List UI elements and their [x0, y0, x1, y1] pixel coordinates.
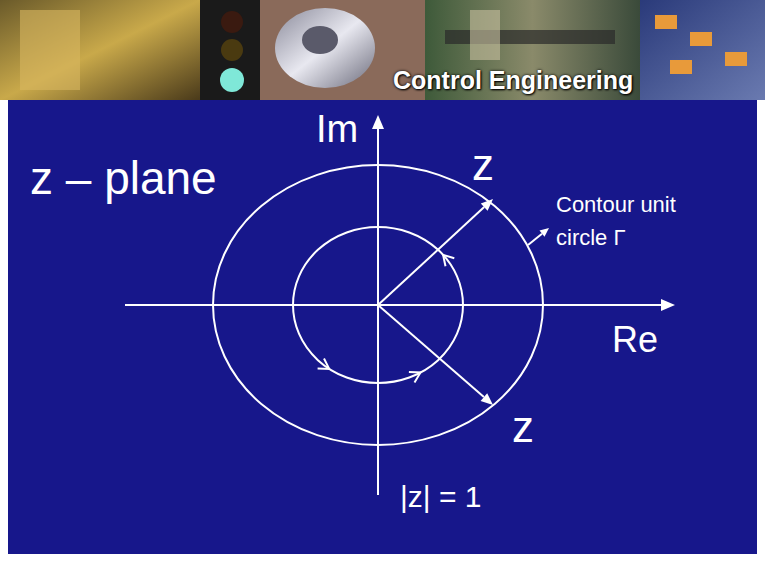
contour-arrow [318, 359, 330, 369]
traffic-lamp [220, 68, 244, 92]
vector-arrow [481, 199, 493, 211]
traffic-light [200, 0, 260, 100]
cylinder-photo [302, 26, 338, 54]
leader-arrow [540, 228, 550, 237]
traffic-lamp [221, 39, 243, 61]
vector-label: z [512, 405, 534, 449]
z-vector [378, 305, 484, 397]
contour-arrow [409, 372, 421, 383]
axis-label: Im [316, 110, 358, 148]
electronics-photo [725, 52, 747, 66]
plane-title: z – plane [30, 155, 217, 201]
electronics-photo [670, 60, 692, 74]
vector-arrow [481, 393, 493, 405]
slide-ground [8, 100, 757, 554]
banner-photo [20, 10, 80, 90]
axis-arrow [661, 299, 675, 311]
electronics-photo [690, 32, 712, 46]
radius-label: |z| = 1 [400, 482, 481, 512]
electronics-photo [640, 0, 765, 100]
contour-label: Contour unit circle Γ [556, 188, 706, 254]
banner-photo [0, 0, 200, 100]
vector-label: z [472, 143, 494, 187]
z-vector [378, 207, 484, 305]
imaginary-axis [377, 128, 379, 495]
contour-arrow [443, 255, 454, 266]
traffic-lamp [221, 11, 243, 33]
machine-photo [470, 10, 500, 60]
cylinder-photo [275, 8, 375, 88]
leader-line [528, 234, 542, 245]
banner [0, 0, 765, 100]
axis-label: Re [612, 322, 658, 358]
banner-title: Control Engineering [393, 68, 633, 93]
axis-arrow [372, 115, 384, 129]
electronics-photo [655, 15, 677, 29]
real-axis [125, 304, 662, 306]
